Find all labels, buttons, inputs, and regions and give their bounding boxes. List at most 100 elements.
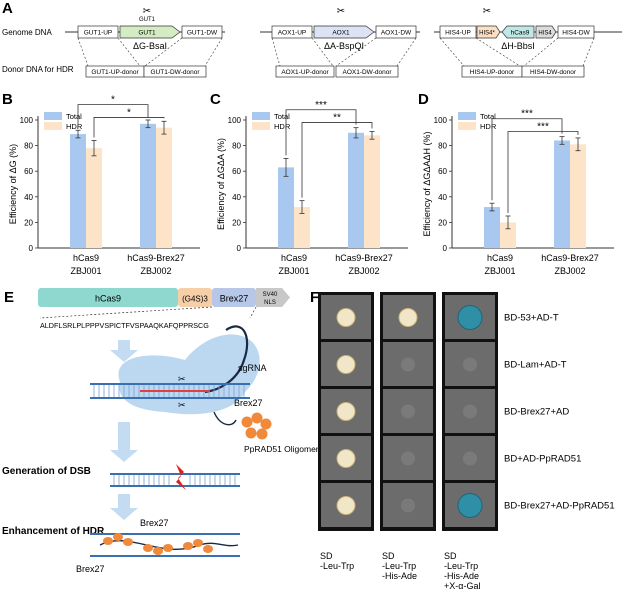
dsb-title: Generation of DSB — [2, 466, 91, 477]
category-label: hCas9-Brex27 — [335, 253, 393, 263]
pprad51-bead — [103, 537, 113, 545]
legend-label: HDR — [274, 122, 291, 131]
dsb-diagram — [110, 464, 240, 490]
significance-bracket — [301, 122, 373, 198]
locus-his4: HIS4-UP HIS4* hCas9 HIS4 HIS4-DW ✂ ΔH-Bb… — [434, 6, 622, 78]
panel-label-c: C — [210, 91, 221, 108]
gut1-gene-arrow — [119, 25, 181, 39]
aox1-up-box: AOX1-UP — [278, 30, 307, 37]
legend-swatch — [44, 122, 62, 130]
no-growth-spot — [401, 498, 415, 513]
plate-media-label: -His-Ade — [444, 571, 479, 581]
bar-total — [348, 132, 364, 248]
brex27-sequence: ALDFLSRLPLPPPVSPICTFVSPAAQKAFQPPRSCG — [40, 321, 209, 330]
bar-hdr — [294, 207, 310, 248]
brex27-domain-label: Brex27 — [220, 294, 249, 304]
pprad51-bead — [193, 539, 203, 547]
scissors-icon: ✂ — [483, 6, 491, 17]
legend-swatch — [252, 122, 270, 130]
gut1-deletion-label: ΔG-BsaI — [133, 41, 167, 51]
dna-rungs — [113, 475, 236, 485]
category-label: hCas9 — [281, 253, 307, 263]
legend-label: Total — [480, 112, 496, 121]
bar-total — [484, 207, 500, 248]
y-tick-label: 80 — [232, 142, 241, 151]
plate-2 — [380, 292, 436, 531]
sgrna-strand — [204, 325, 249, 394]
yeast-two-hybrid-plates — [318, 292, 498, 531]
legend-swatch — [458, 122, 476, 130]
oligomer-label: PpRAD51 Oligomer — [244, 444, 319, 454]
bar-total — [278, 167, 294, 248]
fusion-construct: hCas9 (G4S)3 Brex27 SV40 NLS ALDFLSRLPLP… — [38, 288, 290, 330]
category-sublabel: ZBJ002 — [348, 266, 379, 276]
his4-dw-donor: HIS4-DW-donor — [530, 69, 577, 76]
blue-yeast-colony — [457, 305, 483, 330]
legend-swatch — [458, 112, 476, 120]
y-tick-label: 20 — [24, 218, 33, 227]
bar-hdr — [570, 144, 586, 248]
nls-top-label: SV40 — [263, 292, 278, 298]
his4-cas9-label: hCas9 — [511, 30, 530, 37]
scissors-icon: ✂ — [143, 6, 151, 17]
aox1-gene-arrow — [313, 25, 375, 39]
brex27-top-label: Brex27 — [140, 518, 169, 528]
nls-bottom-label: NLS — [264, 300, 276, 306]
hcas9-domain-label: hCas9 — [95, 294, 121, 304]
yeast-colony — [336, 449, 356, 468]
pprad51-oligomer-icon — [241, 412, 272, 440]
panel-label-a: A — [2, 0, 13, 17]
linker-domain — [178, 288, 212, 307]
scissors-icon: ✂ — [337, 6, 345, 17]
plate-1 — [318, 292, 374, 531]
brex27-bottom-label: Brex27 — [76, 564, 105, 574]
y-tick-label: 0 — [29, 244, 34, 253]
y-tick-label: 100 — [434, 116, 448, 125]
y-tick-label: 0 — [237, 244, 242, 253]
genome-dna-label: Genome DNA — [2, 28, 52, 37]
category-label: hCas9-Brex27 — [541, 253, 599, 263]
plate-media-label: -Leu-Trp — [320, 561, 354, 571]
pprad51-bead — [143, 544, 153, 552]
plate-media-label: SD — [320, 551, 333, 561]
plate-media-label: SD — [382, 551, 395, 561]
interaction-labels: BD-53+AD-TBD-Lam+AD-TBD-Brex27+ADBD+AD-P… — [504, 313, 615, 512]
gut1-top-label: GUT1 — [139, 17, 156, 23]
y-axis-label: Efficiency of ΔG (%) — [8, 144, 18, 224]
plate-media-label: -His-Ade — [382, 571, 417, 581]
y-tick-label: 40 — [438, 193, 447, 202]
bar-total — [70, 134, 86, 248]
legend-label: Total — [274, 112, 290, 121]
significance-bracket — [507, 131, 579, 213]
significance-bracket — [93, 117, 165, 138]
bar-hdr — [86, 148, 102, 248]
legend-swatch — [252, 112, 270, 120]
dsb-lightning-icon — [176, 464, 186, 490]
linker-label: (G4S)3 — [182, 295, 208, 304]
pprad51-filament — [103, 533, 213, 555]
category-sublabel: ZBJ002 — [140, 266, 171, 276]
y-tick-label: 60 — [438, 167, 447, 176]
y-axis-label: Efficiency of ΔGΔAΔH (%) — [422, 132, 432, 237]
plate-media-labels: SD-Leu-TrpSD-Leu-Trp-His-AdeSD-Leu-Trp-H… — [320, 551, 480, 591]
y-tick-label: 100 — [228, 116, 242, 125]
interaction-label: BD-53+AD-T — [504, 313, 559, 324]
no-growth-spot — [401, 451, 415, 466]
gut1-up-box: GUT1-UP — [84, 30, 113, 37]
yeast-colony — [336, 402, 356, 421]
plate-3 — [442, 292, 498, 531]
pprad51-bead — [163, 544, 173, 552]
his4-dw-box: HIS4-DW — [562, 30, 590, 37]
significance-label: ** — [333, 113, 341, 124]
significance-label: *** — [521, 109, 533, 120]
interaction-label: BD-Lam+AD-T — [504, 360, 567, 371]
scissors-icon: ✂ — [178, 400, 186, 410]
pprad51-bead — [113, 533, 123, 541]
panel-label-b: B — [2, 91, 13, 108]
y-tick-label: 100 — [20, 116, 34, 125]
panel-label-f: F — [310, 289, 319, 306]
category-label: hCas9-Brex27 — [127, 253, 185, 263]
pprad51-bead — [183, 542, 193, 550]
